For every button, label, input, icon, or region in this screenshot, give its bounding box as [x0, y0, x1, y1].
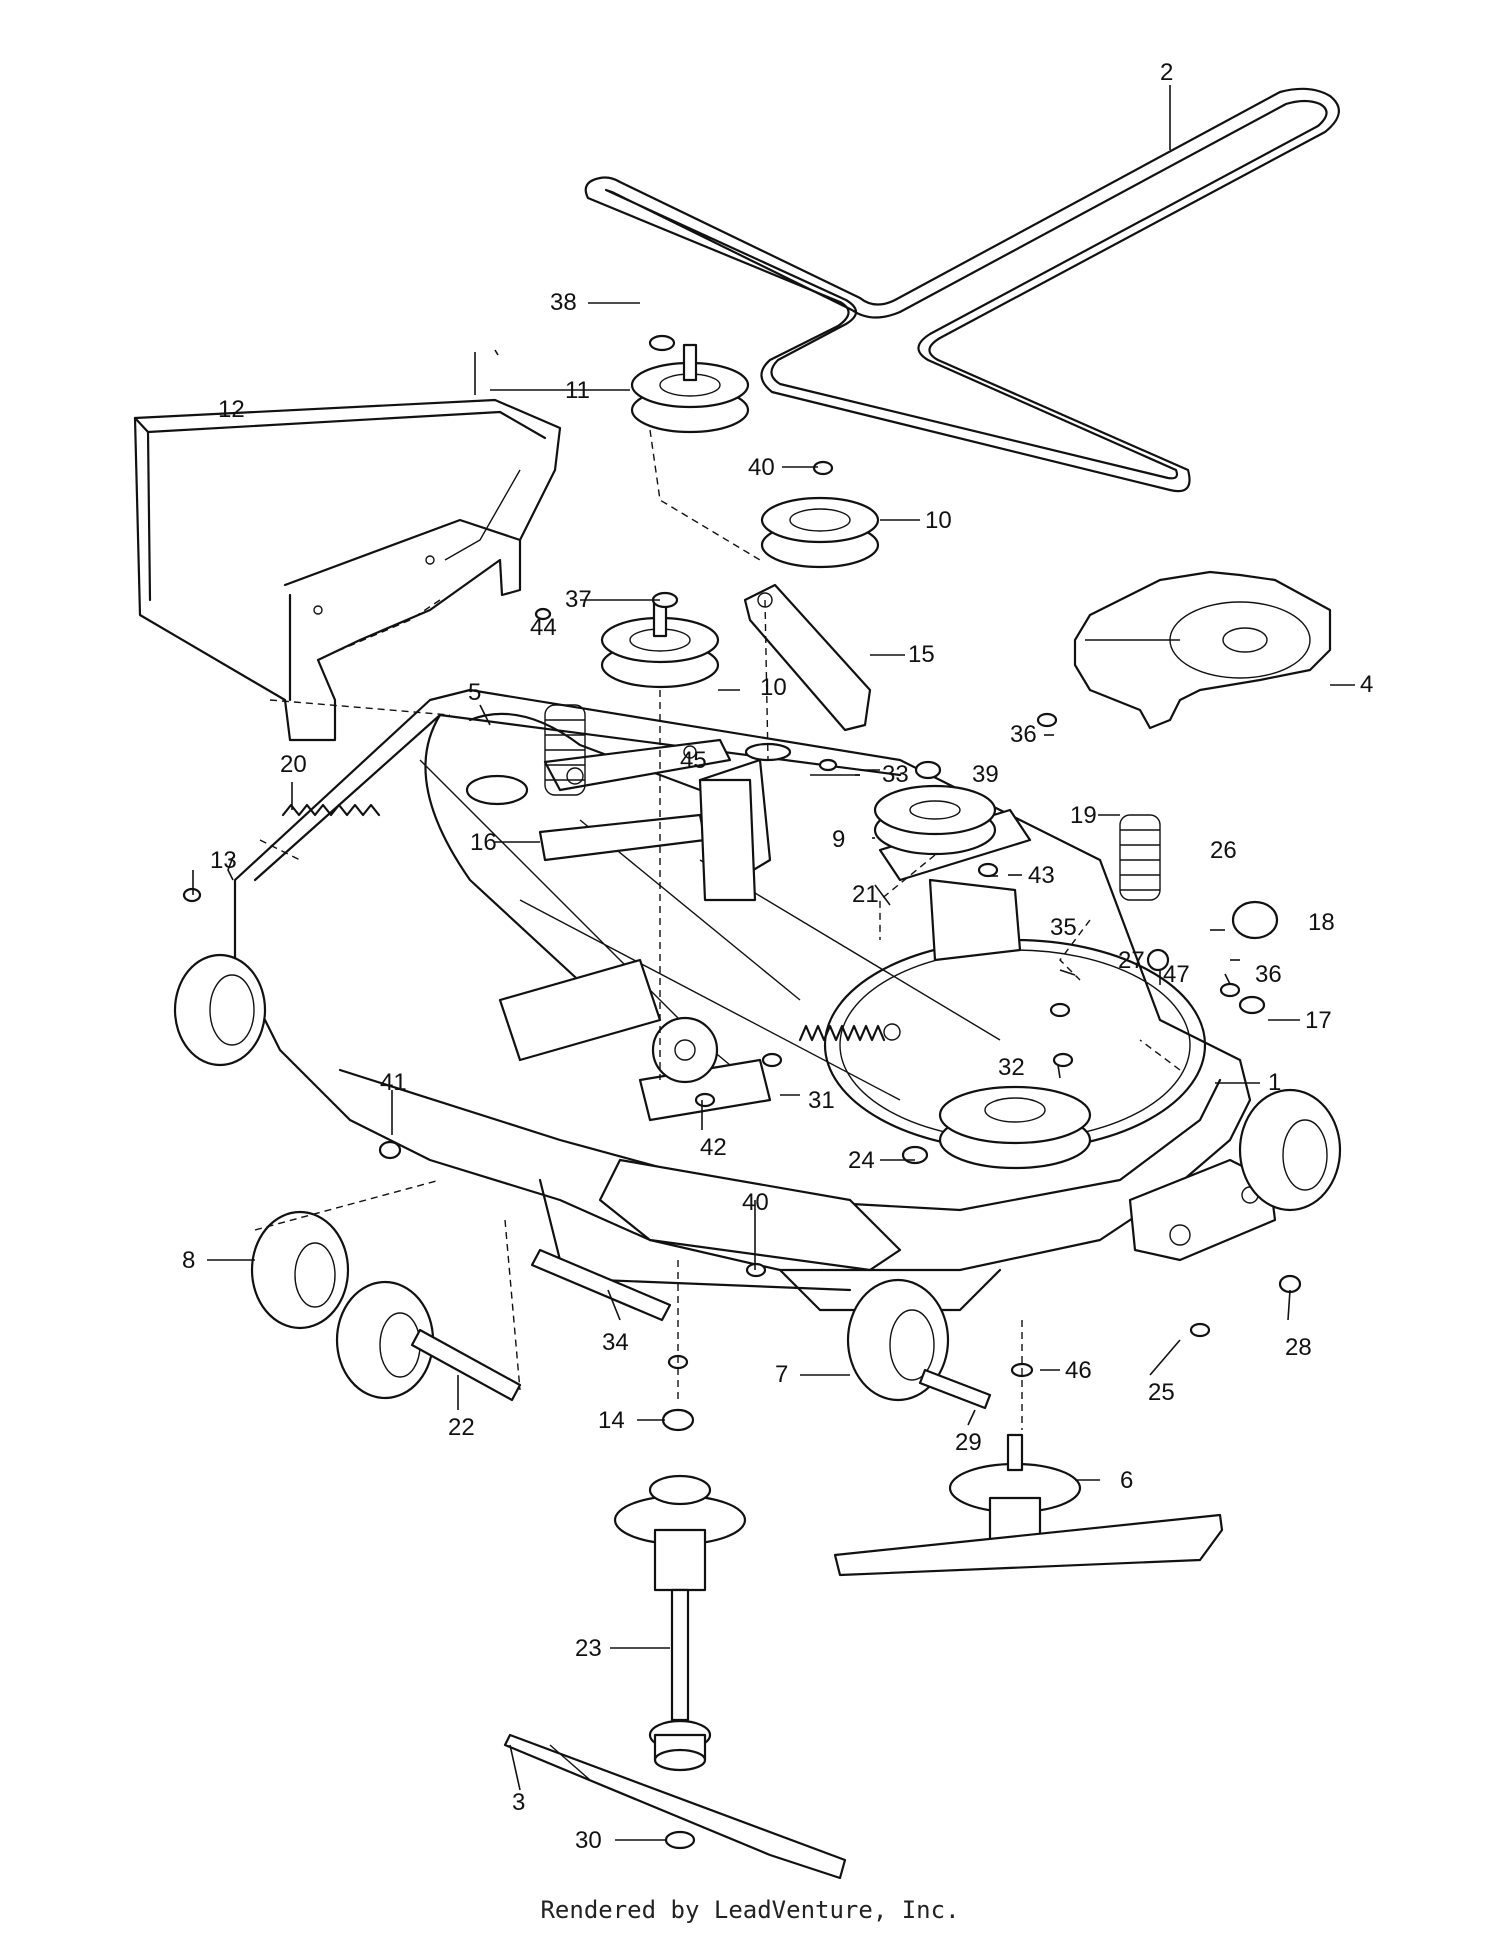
belt-cover-left [133, 398, 562, 742]
callout-47: 47 [1163, 961, 1190, 988]
callout-36-top: 36 [1010, 721, 1037, 748]
callout-6: 6 [1120, 1467, 1133, 1494]
callout-34: 34 [602, 1329, 629, 1356]
callout-10-top: 10 [925, 507, 952, 534]
callout-22: 22 [448, 1414, 475, 1441]
callout-13: 13 [210, 847, 237, 874]
callout-26: 26 [1210, 837, 1237, 864]
callout-9: 9 [832, 826, 845, 853]
callout-18: 18 [1308, 909, 1335, 936]
callout-7: 7 [775, 1361, 788, 1388]
bracket-16 [538, 778, 757, 902]
anti-scalp-wheel-left-front [173, 953, 267, 1067]
callout-3: 3 [512, 1789, 525, 1816]
alignment-lines [254, 429, 1181, 1430]
bearing-14 [661, 1408, 695, 1432]
callout-17: 17 [1305, 1007, 1332, 1034]
belt-cover-right [1073, 570, 1332, 730]
callout-16: 16 [470, 829, 497, 856]
spring-19 [1119, 814, 1161, 901]
callout-21: 21 [852, 881, 879, 908]
callout-38: 38 [550, 289, 577, 316]
callout-40-top: 40 [748, 454, 775, 481]
deck-belt [584, 87, 1340, 493]
callout-30: 30 [575, 1827, 602, 1854]
callout-2: 2 [1160, 59, 1173, 86]
callout-29: 29 [955, 1429, 982, 1456]
anti-scalp-wheel-right-front [1238, 1088, 1342, 1212]
anti-scalp-wheel-8 [250, 1210, 350, 1330]
callout-20: 20 [280, 751, 307, 778]
callout-leaders [192, 85, 1355, 1841]
callout-33: 33 [882, 761, 909, 788]
callout-35: 35 [1050, 914, 1077, 941]
blade-bolt-30 [664, 1830, 696, 1850]
callout-46: 46 [1065, 1357, 1092, 1384]
blade-right [833, 1513, 1224, 1577]
callout-43: 43 [1028, 862, 1055, 889]
callout-42: 42 [700, 1134, 727, 1161]
callout-45: 45 [680, 747, 707, 774]
spindle-pulley-right [938, 1085, 1092, 1170]
callout-36-mid: 36 [1255, 961, 1282, 988]
callout-5: 5 [468, 679, 481, 706]
idler-arm-15 [743, 583, 872, 732]
callout-19: 19 [1070, 802, 1097, 829]
callout-4: 4 [1360, 671, 1373, 698]
pulley-10-upper [760, 496, 880, 569]
spring-left [465, 704, 586, 806]
callout-41: 41 [380, 1069, 407, 1096]
callout-8: 8 [182, 1247, 195, 1274]
callout-31: 31 [808, 1087, 835, 1114]
callout-44: 44 [530, 614, 557, 641]
callout-28: 28 [1285, 1334, 1312, 1361]
pulley-11 [630, 343, 750, 434]
axle-bolt-22 [410, 1328, 522, 1402]
spindle-left [613, 1408, 747, 1592]
idler-spring-21 [798, 1023, 901, 1042]
bolt-29 [918, 1368, 992, 1410]
pulley-9 [873, 784, 997, 856]
callout-39: 39 [972, 761, 999, 788]
callout-32: 32 [998, 1054, 1025, 1081]
anti-scalp-wheel-7 [846, 1278, 950, 1402]
callout-11: 11 [565, 377, 590, 404]
spindle-shaft-23 [648, 1588, 712, 1772]
callout-10-lower: 10 [760, 674, 787, 701]
callout-1: 1 [1268, 1069, 1281, 1096]
pulley-10-lower [600, 596, 720, 689]
axle-bolt-34 [530, 1248, 672, 1322]
callout-12: 12 [218, 396, 245, 423]
callout-24: 24 [848, 1147, 875, 1174]
spring-20 [281, 803, 381, 817]
callout-labels: 2 38 11 12 40 10 37 44 15 10 4 5 36 20 4… [182, 59, 1373, 1854]
fasteners [182, 334, 1302, 1338]
footer-credit: Rendered by LeadVenture, Inc. [540, 1896, 960, 1924]
callout-23: 23 [575, 1635, 602, 1662]
callout-37: 37 [565, 586, 592, 613]
blade-3 [503, 1733, 847, 1880]
callout-27: 27 [1118, 947, 1145, 974]
callout-14: 14 [598, 1407, 625, 1434]
callout-25: 25 [1148, 1379, 1175, 1406]
callout-40-bottom: 40 [742, 1189, 769, 1216]
callout-15: 15 [908, 641, 935, 668]
